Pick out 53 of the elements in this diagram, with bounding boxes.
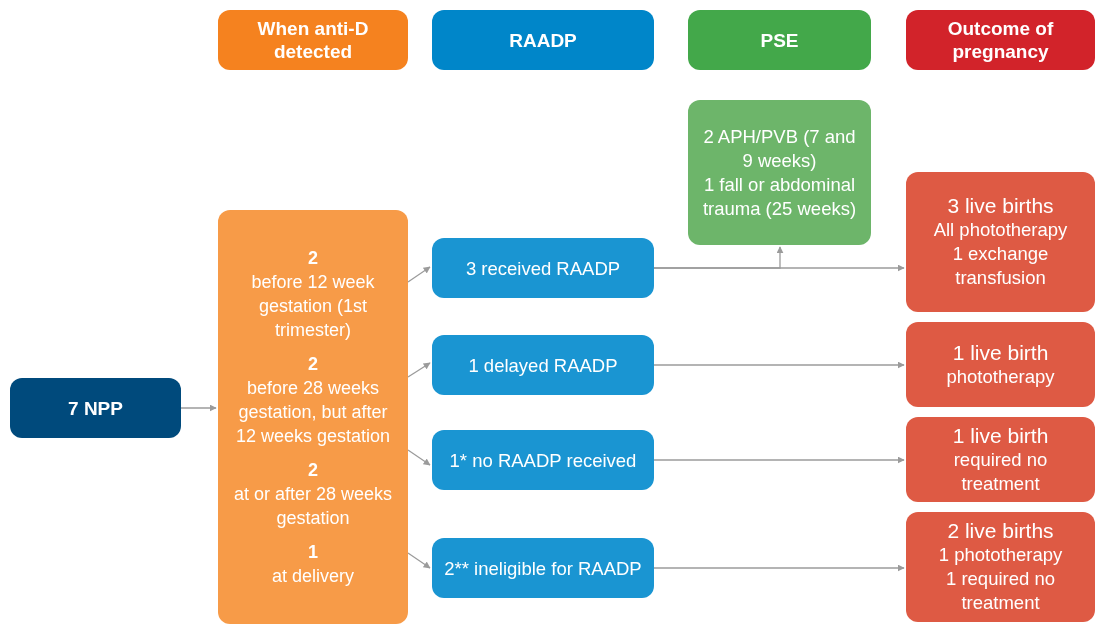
flow-box (906, 417, 1095, 502)
flow-box (432, 538, 654, 598)
box-text: All phototherapy (933, 218, 1068, 242)
arrow (407, 362, 431, 378)
box-text: 1 required no treatment (945, 567, 1056, 615)
arrow (407, 266, 431, 283)
box-text: 1* no RAADP received (449, 448, 637, 472)
count-label: 2 (308, 353, 318, 376)
box-text: PSE (760, 28, 799, 52)
count-label: 2 (308, 459, 318, 482)
box-heading: 2 live births (947, 519, 1054, 543)
box-text: 1 fall or abdominal trauma (25 weeks) (701, 172, 858, 221)
box-text: 1 phototherapy (938, 543, 1063, 567)
box-text: 7 NPP (68, 396, 123, 420)
arrow (180, 404, 217, 412)
arrow (407, 449, 431, 466)
flow-box (432, 238, 654, 298)
box-text: 1 exchange transfusion (951, 242, 1050, 290)
box-text: phototherapy (946, 364, 1055, 389)
box-text: Outcome of pregnancy (946, 17, 1055, 63)
box-text: required no treatment (952, 447, 1049, 496)
arrow (653, 564, 905, 572)
box-text: at or after 28 weeks gestation (232, 483, 394, 530)
box-text: 3 received RAADP (465, 256, 621, 280)
flow-box (906, 322, 1095, 407)
flow-box (432, 430, 654, 490)
box-text: 2** ineligible for RAADP (444, 556, 642, 580)
arrow (407, 552, 431, 569)
box-text: 1 delayed RAADP (468, 353, 618, 377)
column-header (906, 10, 1095, 70)
box-heading: 1 live birth (952, 423, 1049, 448)
count-label: 2 (308, 247, 318, 270)
box-text: When anti-D detected (256, 17, 370, 63)
count-label: 1 (308, 541, 318, 564)
column-header (432, 10, 654, 70)
arrow (653, 246, 784, 269)
column-header (688, 10, 871, 70)
box-heading: 3 live births (947, 194, 1054, 218)
arrow (653, 361, 905, 369)
flow-box (688, 100, 871, 245)
box-text: RAADP (509, 28, 577, 52)
arrow (653, 456, 905, 464)
box-text: before 12 week gestation (1st trimester) (250, 271, 376, 342)
flow-box (10, 378, 181, 438)
flow-box (906, 512, 1095, 622)
box-text: before 28 weeks gestation, but after 12 weeks gestation (234, 377, 392, 448)
flow-box (906, 172, 1095, 312)
flow-box (218, 210, 408, 624)
box-heading: 1 live birth (952, 340, 1049, 365)
box-text: at delivery (271, 565, 354, 588)
flow-box (432, 335, 654, 395)
box-text: 2 APH/PVB (7 and 9 weeks) (702, 124, 857, 173)
column-header (218, 10, 408, 70)
